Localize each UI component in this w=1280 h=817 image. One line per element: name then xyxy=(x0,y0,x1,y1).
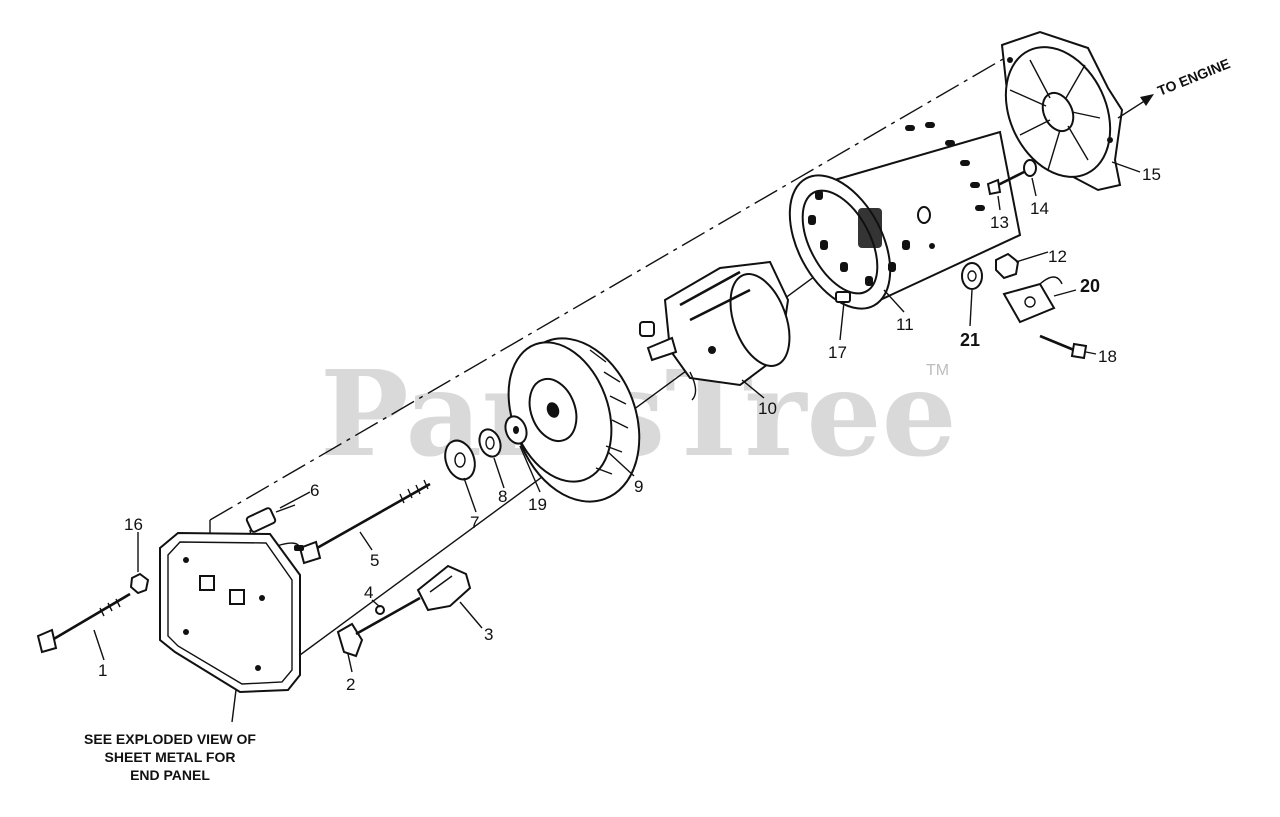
bracket-20 xyxy=(1002,276,1063,324)
through-bolt xyxy=(298,479,431,565)
callout-7: 7 xyxy=(470,513,479,532)
note-line-3: END PANEL xyxy=(130,767,210,783)
washer-8 xyxy=(478,428,502,458)
callout-1: 1 xyxy=(98,661,107,680)
switch-assembly xyxy=(336,564,472,658)
to-engine-label: TO ENGINE xyxy=(1155,55,1232,99)
callout-5: 5 xyxy=(370,551,379,570)
nut-16 xyxy=(129,572,150,595)
leader-lines xyxy=(93,161,1141,723)
terminal-clip xyxy=(835,291,851,303)
grommet-21 xyxy=(961,262,983,290)
callout-16: 16 xyxy=(124,515,143,534)
callout-15: 15 xyxy=(1142,165,1161,184)
callout-4: 4 xyxy=(364,583,373,602)
callout-21: 21 xyxy=(960,330,980,350)
note-line-2: SHEET METAL FOR xyxy=(105,749,236,765)
nut-12 xyxy=(995,252,1020,280)
engine-adapter-housing xyxy=(1000,30,1124,192)
long-bolt xyxy=(36,592,131,654)
bearing-7 xyxy=(444,439,476,481)
bolt-13 xyxy=(986,170,1025,196)
end-panel xyxy=(159,531,301,694)
callout-9: 9 xyxy=(634,477,643,496)
callout-11: 11 xyxy=(896,315,914,334)
callout-13: 13 xyxy=(990,213,1009,232)
callout-18: 18 xyxy=(1098,347,1117,366)
brush-lead xyxy=(245,504,304,551)
callout-19: 19 xyxy=(528,495,547,514)
washer-14 xyxy=(1023,159,1037,177)
to-engine-arrow: TO ENGINE xyxy=(1117,55,1232,119)
watermark-trademark: TM xyxy=(926,362,949,379)
callout-14: 14 xyxy=(1030,199,1049,218)
note-line-1: SEE EXPLODED VIEW OF xyxy=(84,731,256,747)
screw-18 xyxy=(1039,334,1088,360)
alternator-shell xyxy=(788,122,1022,310)
callout-10: 10 xyxy=(758,399,777,418)
callout-12: 12 xyxy=(1048,247,1067,266)
callout-6: 6 xyxy=(310,481,319,500)
watermark-brand: PartsTree xyxy=(320,344,957,483)
callout-8: 8 xyxy=(498,487,507,506)
washer-19 xyxy=(504,415,528,445)
rotor-armature xyxy=(639,260,791,401)
cooling-fan xyxy=(507,337,641,503)
callout-20: 20 xyxy=(1080,276,1100,296)
callout-17: 17 xyxy=(828,343,847,362)
callout-2: 2 xyxy=(346,675,355,694)
callout-3: 3 xyxy=(484,625,493,644)
